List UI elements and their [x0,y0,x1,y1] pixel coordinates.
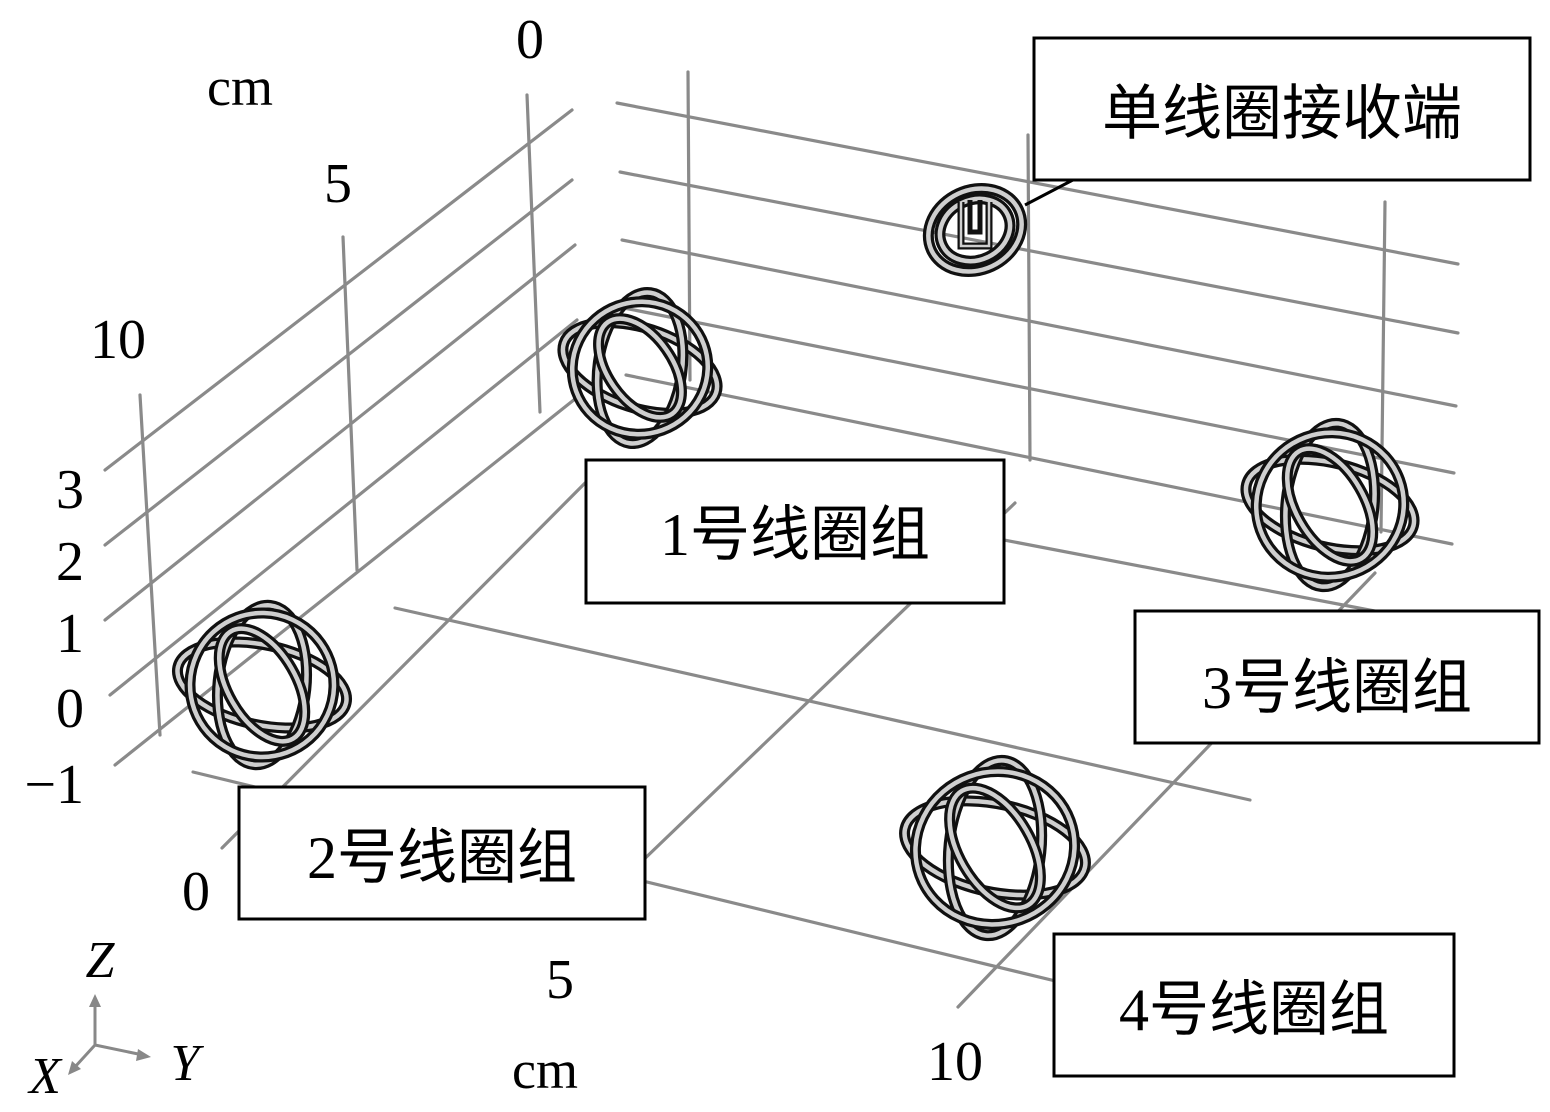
z-axis-tick-1: 1 [56,603,84,665]
axis-triad: Z X Y [27,932,204,1105]
top-axis-tick-0: 0 [516,9,544,71]
label-group-3-text: 3号线圈组 [1202,655,1472,721]
bottom-axis-tick-5: 5 [546,949,574,1011]
z-axis-tick-0: 0 [56,678,84,740]
coil-group-1 [557,287,723,449]
label-group-2: 2号线圈组 [237,785,647,921]
label-group-1: 1号线圈组 [584,458,1006,605]
z-axis-tick-2: 2 [56,531,84,593]
label-group-2-text: 2号线圈组 [307,825,577,891]
label-group-4-text: 4号线圈组 [1119,977,1389,1043]
bottom-axis-unit: cm [512,1040,578,1100]
triad-y-label: Y [171,1035,205,1092]
label-group-1-text: 1号线圈组 [660,502,930,568]
bottom-axis-tick-0: 0 [182,861,210,923]
triad-z-label: Z [86,932,116,989]
label-receiver-text: 单线圈接收端 [1102,81,1462,147]
top-axis-tick-5: 5 [324,153,352,215]
triad-x-label: X [27,1048,63,1105]
coil-group-4 [899,754,1091,942]
label-receiver: 单线圈接收端 [1032,36,1532,182]
receiver-coil [922,182,1028,278]
label-group-3: 3号线圈组 [1133,609,1541,745]
bottom-axis-tick-10: 10 [927,1031,983,1093]
z-axis-tick-neg1: −1 [24,754,84,816]
top-axis-unit: cm [207,57,273,117]
z-axis-tick-3: 3 [56,459,84,521]
coil-group-3 [1240,417,1420,593]
coil-group-2 [171,599,353,771]
label-group-4: 4号线圈组 [1052,932,1456,1078]
top-axis-tick-10: 10 [90,309,146,371]
